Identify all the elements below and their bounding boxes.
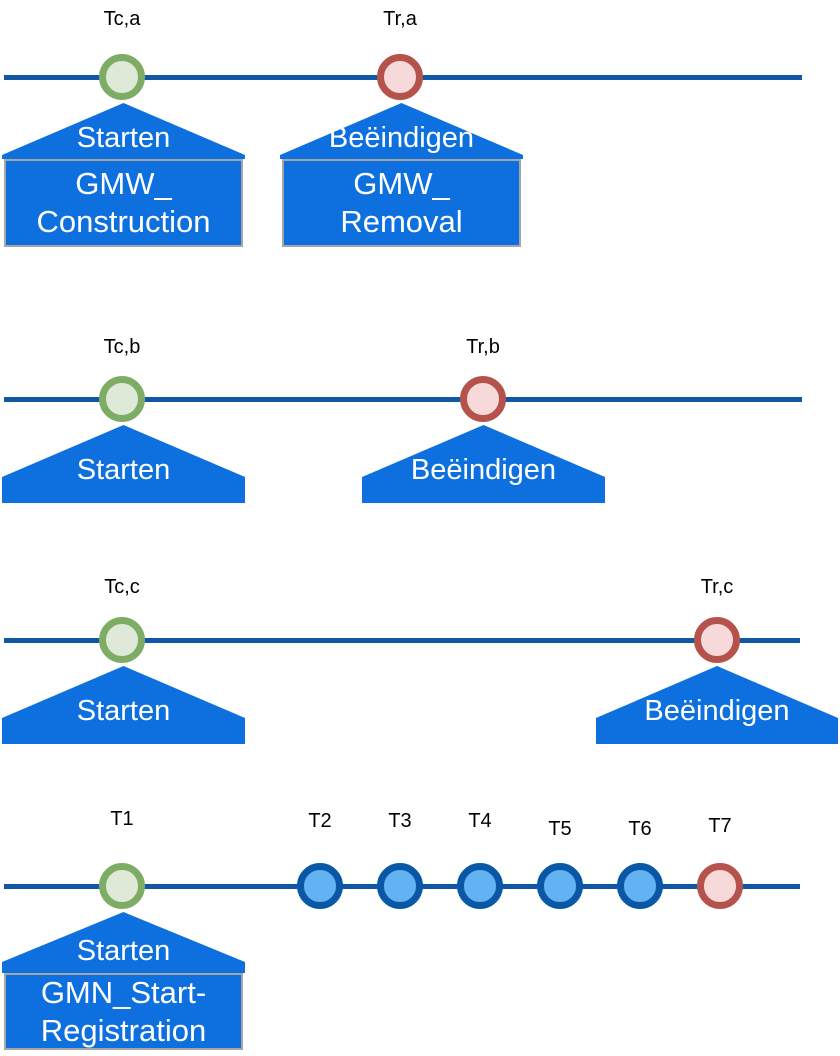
flag-pentagon: Starten: [2, 103, 245, 159]
event-circle-red: [460, 376, 506, 422]
flag-box-line: Construction: [36, 204, 211, 239]
flag-box-line: Removal: [340, 204, 463, 239]
event-circle-blue: [617, 863, 663, 909]
flag-box-line: GMW_: [75, 166, 172, 201]
event-circle-green: [99, 617, 145, 663]
flag-pentagon: Starten: [2, 666, 245, 744]
flag-label: Starten: [76, 695, 171, 727]
event-label: T7: [708, 815, 732, 837]
flag-box: GMW_Removal: [282, 159, 521, 247]
flag-pentagon: Starten: [2, 425, 245, 503]
event-circle-green: [99, 54, 145, 100]
event-circle-blue: [297, 863, 343, 909]
event-circle-blue: [537, 863, 583, 909]
flag-label: Beëindigen: [328, 122, 475, 154]
event-circle-red: [697, 863, 743, 909]
flag-box-line: GMN_Start-: [40, 974, 207, 1010]
event-circle-green: [99, 376, 145, 422]
event-circle-blue: [377, 863, 423, 909]
event-circle-green: [99, 863, 145, 909]
event-label: T3: [388, 810, 412, 832]
event-label: Tr,b: [466, 336, 500, 358]
flag-box-line: GMW_: [353, 166, 450, 201]
flag-box: GMW_Construction: [4, 159, 243, 247]
timeline-line-well-c: [4, 638, 800, 643]
flag-pentagon: Beëindigen: [362, 425, 605, 503]
flag-pentagon: Beëindigen: [280, 103, 523, 159]
flag-box-line: Registration: [40, 1012, 207, 1048]
event-circle-red: [694, 617, 740, 663]
flag-pentagon: Starten: [2, 912, 245, 973]
event-label: Tc,c: [104, 576, 140, 598]
event-label: T6: [628, 818, 652, 840]
event-label: Tr,c: [700, 576, 734, 598]
flag-label: Starten: [76, 935, 171, 967]
event-label: T1: [110, 808, 134, 830]
event-label: T2: [308, 810, 332, 832]
event-label: Tc,a: [103, 8, 141, 30]
flag-box: GMN_Start-Registration: [4, 973, 243, 1050]
event-label: T4: [468, 810, 492, 832]
event-label: T5: [548, 818, 572, 840]
flag-label: Starten: [76, 454, 171, 486]
flag-pentagon: Beëindigen: [596, 666, 838, 744]
timeline-line-well-b: [4, 397, 802, 402]
flag-label: Beëindigen: [410, 454, 557, 486]
event-circle-blue: [457, 863, 503, 909]
event-label: Tc,b: [103, 336, 141, 358]
event-circle-red: [377, 54, 423, 100]
flag-label: Starten: [76, 122, 171, 154]
flag-label: Beëindigen: [644, 695, 790, 727]
event-label: Tr,a: [383, 8, 417, 30]
